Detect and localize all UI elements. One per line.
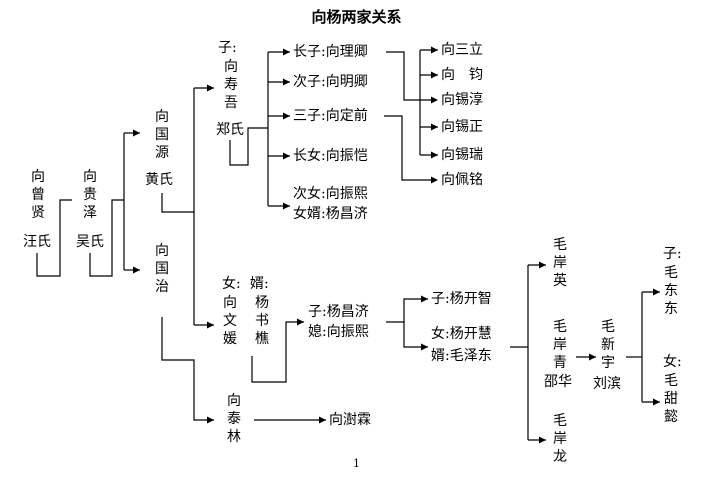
xiang-guozhi-name: 向国治 <box>155 243 169 295</box>
shou-wu-prefix: 子: <box>218 40 237 56</box>
wen-yuan-label: 女: <box>222 276 241 292</box>
wu-shi-name: 吴氏 <box>76 234 104 250</box>
yang-changji: 子:杨昌济 <box>308 304 369 320</box>
xiang-shouwu-name: 向寿吾 <box>224 59 238 111</box>
xiang-wenyuan-name: 向文媛 <box>223 295 237 347</box>
yang-shuqiao-name: 杨书樵 <box>255 295 269 347</box>
xiang-xizheng: 向锡正 <box>441 119 483 135</box>
xiang-mingqing: 次子:向明卿 <box>293 74 368 90</box>
huang-shi-name: 黄氏 <box>145 172 173 188</box>
tian-yi-label: 女: <box>663 354 682 370</box>
xiang-guoyuan-node: 向国源 <box>146 108 178 162</box>
yang-shuqiao-node: 杨书樵 <box>254 294 270 348</box>
page-number: 1 <box>353 457 360 470</box>
xiang-peiming: 向佩铭 <box>441 172 483 188</box>
xiang-zengxian-name: 向曾贤 <box>31 169 45 221</box>
xiang-xirui: 向锡瑞 <box>441 147 483 163</box>
page-title: 向杨两家关系 <box>311 8 402 26</box>
xiang-guozhi-node: 向国治 <box>146 242 178 296</box>
mao-anlong-node: 毛岸龙 <box>552 412 568 466</box>
xiang-tailin-name: 向泰林 <box>227 393 241 445</box>
xiang-guize-node: 向贵泽 <box>74 168 106 222</box>
xiang-zhenxi-wife: 媳:向振熙 <box>308 324 369 340</box>
shao-hua-name: 邵华 <box>544 374 572 390</box>
mao-anqing-node: 毛岸青 <box>552 318 568 372</box>
mao-xinyu-node: 毛新宇 <box>600 318 616 372</box>
xiang-jun: 向 钧 <box>441 67 483 83</box>
mao-tianyi-node: 毛甜懿 <box>663 372 679 426</box>
liu-bin-name: 刘滨 <box>593 376 621 392</box>
wang-shi-name: 汪氏 <box>23 234 51 250</box>
xiang-liqing: 长子:向理卿 <box>293 44 368 60</box>
yang-kaihui: 女:杨开慧 <box>431 326 492 342</box>
xiang-shouwu-node: 向寿吾 <box>215 58 247 112</box>
mao-anqing-name: 毛岸青 <box>553 319 567 371</box>
xiang-zengxian-node: 向曾贤 <box>22 168 54 222</box>
xiang-guoyuan-name: 向国源 <box>155 109 169 161</box>
xiang-sanli: 向三立 <box>441 42 483 58</box>
mao-anlong-name: 毛岸龙 <box>553 413 567 465</box>
mao-tianyi-name: 毛甜懿 <box>664 373 678 425</box>
xiang-dingqian: 三子:向定前 <box>293 108 368 124</box>
mao-zedong: 婿:毛泽东 <box>431 348 492 364</box>
xiang-zhenxi: 次女:向振熙 <box>293 186 368 202</box>
xiang-shulin: 向澍霖 <box>329 412 371 428</box>
mao-xinyu-name: 毛新宇 <box>601 319 615 371</box>
dong-dong-label: 子: <box>663 246 682 262</box>
mao-dongdong-name: 毛东东 <box>664 265 678 317</box>
mao-anying-name: 毛岸英 <box>553 237 567 289</box>
mao-dongdong-node: 毛东东 <box>663 264 679 318</box>
zheng-shi-name: 郑氏 <box>216 122 244 138</box>
xiang-wenyuan-node: 向文媛 <box>222 294 238 348</box>
xiang-tailin-node: 向泰林 <box>218 392 250 446</box>
xiang-guize-name: 向贵泽 <box>83 169 97 221</box>
xiang-xichun: 向锡淳 <box>441 92 483 108</box>
mao-anying-node: 毛岸英 <box>552 236 568 290</box>
yang-kaizhi: 子:杨开智 <box>431 291 492 307</box>
xiang-zhenkai: 长女:向振恺 <box>293 148 368 164</box>
shu-qiao-label: 婿: <box>250 276 269 292</box>
yang-changji-son-in-law: 女婿:杨昌济 <box>293 206 368 222</box>
